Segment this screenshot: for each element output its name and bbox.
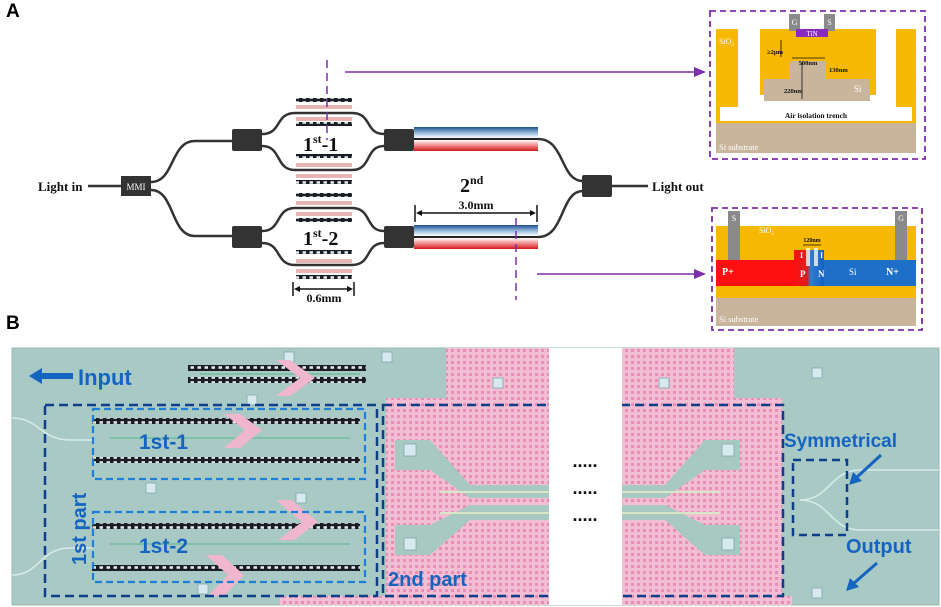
mmi-label: MMI	[126, 182, 145, 192]
inset-bottom-p-plus-label: P+	[722, 267, 734, 278]
length-long-label: 3.0mm	[459, 198, 494, 212]
inset-bottom-120nm-label: 120nm	[803, 238, 820, 244]
inset-top-gate-label: G	[792, 18, 798, 27]
omitted-section-gap	[549, 348, 622, 605]
inset-top-220nm-label: 220nm	[784, 88, 803, 95]
inset-bottom-n-label: N	[818, 269, 825, 279]
stage-2-label: 2nd	[460, 173, 484, 197]
arm-1-2-upper	[261, 206, 385, 233]
arm-1-1-lower	[261, 144, 385, 172]
output-coupler	[582, 175, 612, 197]
inset-bottom-gate-label: G	[898, 214, 904, 223]
stage-1-2-label: 1st-2	[303, 226, 338, 250]
coupler-1-2-out	[384, 226, 414, 248]
arm-1-2-label: 1st-2	[139, 535, 188, 558]
heater-1-1-top	[296, 98, 352, 126]
first-part-box	[43, 403, 379, 598]
inset-bottom-source-label: S	[732, 214, 736, 223]
phase-shifter-upper	[414, 127, 538, 151]
chip-heater-rails	[92, 360, 366, 596]
inset-top-tin-label: TiN	[806, 30, 817, 38]
inset-bottom-cross-section: S G SiO2 120nm I I P+ P N Si N+ Si subst…	[711, 207, 923, 331]
ellipsis-2: .....	[572, 478, 597, 498]
pad-bottom-right	[622, 398, 782, 605]
stage-1-1-label: 1st-1	[303, 132, 338, 156]
inset-top-trench-label: Air isolation trench	[785, 111, 848, 120]
input-label: Input	[78, 365, 132, 390]
combiner-upper-waveguide	[537, 137, 584, 183]
combiner-lower-waveguide	[537, 189, 584, 239]
arm-1-1-box	[91, 407, 367, 481]
split-upper-waveguide	[150, 139, 233, 184]
inset-bottom-i-left-label: I	[800, 251, 803, 260]
arm-1-2-box	[91, 510, 367, 584]
inset-bottom-n-plus-label: N+	[886, 267, 899, 278]
input-arrow-icon	[29, 368, 73, 384]
inset-bottom-sio2-label: SiO2	[759, 226, 774, 237]
inset-bottom-i-right-label: I	[820, 251, 823, 260]
panel-a-schematic: MMI Light in	[38, 10, 926, 331]
coupler-1-2-in	[232, 226, 262, 248]
inset-top-sio2-label: SiO2	[719, 37, 734, 48]
inset-top-substrate-label: Si substrate	[719, 142, 759, 152]
ellipsis-3: .....	[572, 505, 597, 525]
symmetrical-arrow-icon	[854, 453, 883, 480]
arm-1-1-label: 1st-1	[139, 431, 188, 454]
inset-top-cross-section: G S TiN SiO2 Al ≥2μm 500nm 130nm 220nm S…	[709, 10, 926, 160]
split-lower-waveguide	[150, 188, 233, 238]
panel-b-chip-photo: ..... ..... ..... Input 1st-1 1st-2 1st …	[11, 347, 940, 606]
length-short-label: 0.6mm	[307, 291, 342, 305]
light-out-label: Light out	[652, 179, 704, 194]
coupler-1-1-in	[232, 129, 262, 151]
inset-top-al-label: Al	[878, 37, 887, 46]
first-part-label: 1st part	[69, 492, 91, 565]
inset-top-source-label: S	[827, 18, 831, 27]
mmi-block	[121, 176, 151, 196]
symmetrical-label: Symmetrical	[784, 431, 897, 452]
inset-bottom-p-label: P	[800, 269, 806, 279]
output-arrow-icon	[852, 561, 878, 586]
light-in-label: Light in	[38, 179, 83, 194]
panel-a-letter: A	[6, 1, 20, 22]
second-part-label: 2nd part	[388, 569, 467, 591]
inset-bottom-si-label: Si	[849, 267, 857, 277]
heater-1-1-bottom	[296, 154, 352, 184]
arm-1-1-upper	[261, 111, 385, 136]
panel-b-letter: B	[6, 313, 20, 334]
inset-top-500nm-label: 500nm	[799, 60, 818, 67]
heater-1-2-bottom	[296, 250, 352, 279]
output-label: Output	[846, 536, 912, 558]
inset-bottom-substrate-label: Si substrate	[719, 314, 759, 324]
inset-top-2um-label: ≥2μm	[767, 49, 784, 56]
pad-bottom-left	[386, 398, 549, 605]
ellipsis-1: .....	[572, 451, 597, 471]
arm-1-2-lower	[261, 241, 385, 267]
inset-top-130nm-label: 130nm	[829, 67, 848, 74]
heater-1-2-top	[296, 193, 352, 222]
coupler-1-1-out	[384, 129, 414, 151]
phase-shifter-lower	[414, 225, 538, 249]
inset-top-si-label: Si	[854, 84, 862, 94]
symmetrical-box	[791, 458, 849, 537]
